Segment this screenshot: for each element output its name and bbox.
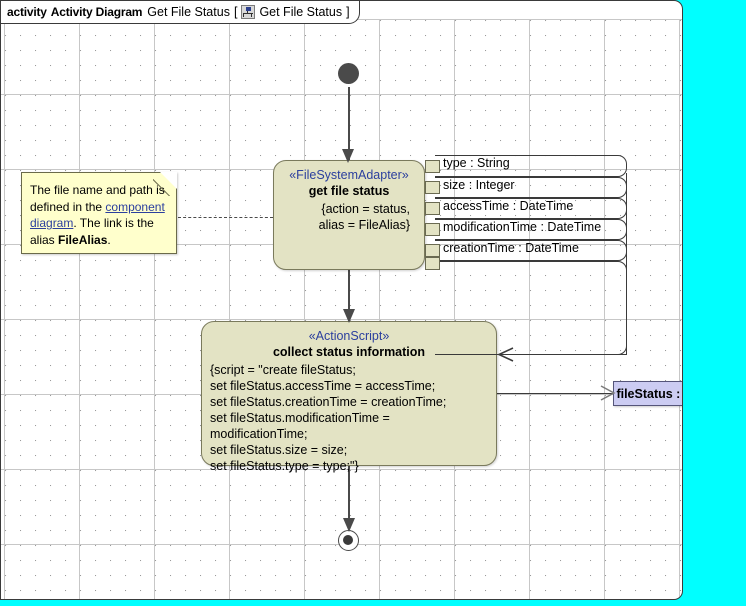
note-bold-file-alias: FileAlias: [58, 232, 108, 247]
action-2-body-line-4: set fileStatus.modificationTime = modifi…: [210, 411, 390, 441]
diagram-name-label: Get File Status: [147, 5, 230, 19]
diagram-title-tab[interactable]: activity Activity Diagram Get File Statu…: [1, 1, 360, 24]
output-pin-size[interactable]: [425, 181, 440, 194]
action-2-body-line-5: set fileStatus.size = size;: [210, 443, 348, 457]
diagram-kind-keyword: activity: [7, 5, 47, 19]
diagram-qualified-name: Get File Status: [259, 5, 343, 19]
action-1-name: get file status: [308, 184, 390, 198]
action-2-body-line-1: {script = "create fileStatus;: [210, 363, 356, 377]
note-text-part-3: .: [107, 232, 111, 247]
initial-node[interactable]: [338, 63, 359, 84]
output-pin-type[interactable]: [425, 160, 440, 173]
edge-get-file-status-to-collect-status: [348, 270, 350, 321]
activity-diagram-canvas[interactable]: activity Activity Diagram Get File Statu…: [0, 0, 683, 600]
action-2-body-line-3: set fileStatus.creationTime = creationTi…: [210, 395, 447, 409]
pin-label-creation-time: creationTime : DateTime: [443, 241, 579, 255]
action-2-body-line-6: set fileStatus.type = type;"}: [210, 459, 359, 473]
note-anchor-line: [178, 217, 273, 218]
pin-label-modification-time: modificationTime : DateTime: [443, 220, 602, 234]
edge-initial-to-get-file-status: [348, 87, 350, 161]
action-1-body-line-2: alias = FileAlias}: [318, 218, 410, 232]
action-2-body-line-2: set fileStatus.accessTime = accessTime;: [210, 379, 436, 393]
edge-collect-status-to-final: [348, 466, 350, 526]
output-pin-creation-time[interactable]: [425, 244, 440, 257]
pin-label-access-time: accessTime : DateTime: [443, 199, 574, 213]
action-1-stereotype: «FileSystemAdapter»: [289, 168, 409, 182]
pin-label-size: size : Integer: [443, 178, 515, 192]
output-pin-access-time[interactable]: [425, 202, 440, 215]
diagram-type-label: Activity Diagram: [50, 5, 143, 19]
final-node-inner-dot: [342, 534, 353, 545]
edge-collect-status-to-object: [497, 393, 613, 395]
comment-note[interactable]: The file name and path is defined in the…: [21, 172, 177, 254]
output-pin-extra[interactable]: [425, 257, 440, 270]
activity-diagram-icon: [241, 5, 256, 19]
output-pin-modification-time[interactable]: [425, 223, 440, 236]
note-fold-line-icon: [153, 172, 177, 196]
bracket-open: [: [233, 5, 238, 19]
action-get-file-status[interactable]: «FileSystemAdapter» get file status {act…: [273, 160, 425, 270]
activity-final-node[interactable]: [338, 530, 359, 551]
action-1-body-line-1: {action = status,: [321, 202, 410, 216]
bracket-close: ]: [346, 5, 350, 19]
pin-box-loop-tail: [435, 261, 627, 355]
pin-label-type: type : String: [443, 156, 510, 170]
